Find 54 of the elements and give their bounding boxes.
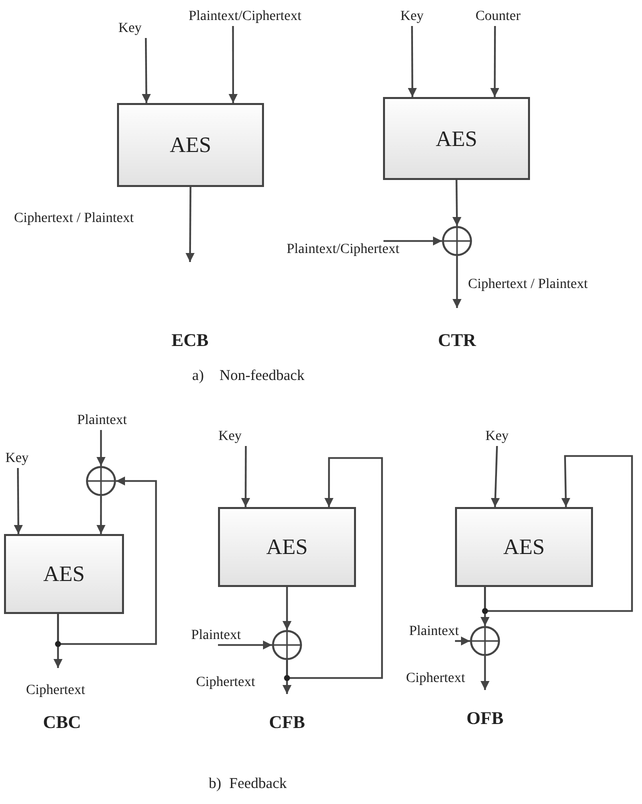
arrow — [452, 180, 462, 226]
arrow — [186, 187, 195, 262]
arrow — [228, 26, 238, 103]
input-label: Plaintext/Ciphertext — [165, 8, 325, 26]
input-label: Key — [2, 450, 32, 468]
arrow — [241, 446, 250, 507]
section-caption: Feedback — [229, 776, 287, 793]
section-caption: Non-feedback — [220, 368, 304, 385]
xor-symbol — [470, 626, 500, 656]
cipher-block: AES — [4, 534, 124, 614]
edge-label: Ciphertext — [196, 674, 256, 692]
arrow — [54, 614, 62, 668]
mode-heading: CBC — [43, 712, 81, 733]
cipher-block: AES — [455, 507, 593, 587]
arrow — [218, 640, 272, 650]
input-label: Key — [479, 428, 515, 446]
input-label: Key — [212, 428, 248, 446]
arrow — [408, 26, 417, 97]
xor-symbol — [272, 630, 302, 660]
input-label: Plaintext — [404, 623, 464, 641]
xor-symbol — [442, 226, 472, 256]
input-label: Key — [394, 8, 430, 26]
feedback-arrow — [286, 457, 383, 679]
cipher-block: AES — [218, 507, 356, 587]
feedback-arrow — [484, 455, 633, 612]
arrow — [480, 656, 490, 690]
arrow — [490, 446, 500, 508]
mode-heading: ECB — [172, 330, 208, 351]
arrow — [96, 430, 106, 466]
edge-label: Ciphertext — [406, 670, 466, 688]
arrow — [384, 236, 442, 246]
xor-symbol — [86, 466, 116, 496]
arrow — [452, 256, 462, 308]
section-caption: b) — [208, 776, 222, 793]
mode-heading: CTR — [438, 330, 476, 351]
edge-label: Ciphertext — [26, 682, 86, 700]
input-label: Plaintext — [72, 412, 132, 430]
input-label: Key — [112, 20, 148, 38]
cipher-block: AES — [383, 97, 530, 180]
section-caption: a) — [192, 368, 204, 385]
arrow — [14, 468, 23, 534]
cipher-block: AES — [117, 103, 264, 187]
edge-label: Ciphertext / Plaintext — [468, 276, 588, 294]
input-label: Counter — [468, 8, 528, 26]
arrow — [142, 38, 151, 103]
mode-heading: CFB — [269, 712, 305, 733]
input-label: Plaintext — [186, 627, 246, 645]
mode-heading: OFB — [466, 708, 504, 729]
arrow — [282, 587, 292, 630]
input-label: Plaintext/Ciphertext — [268, 241, 418, 259]
arrow — [490, 26, 500, 97]
arrow — [96, 496, 106, 534]
edge-label: Ciphertext / Plaintext — [14, 210, 134, 228]
arrow — [455, 636, 470, 646]
